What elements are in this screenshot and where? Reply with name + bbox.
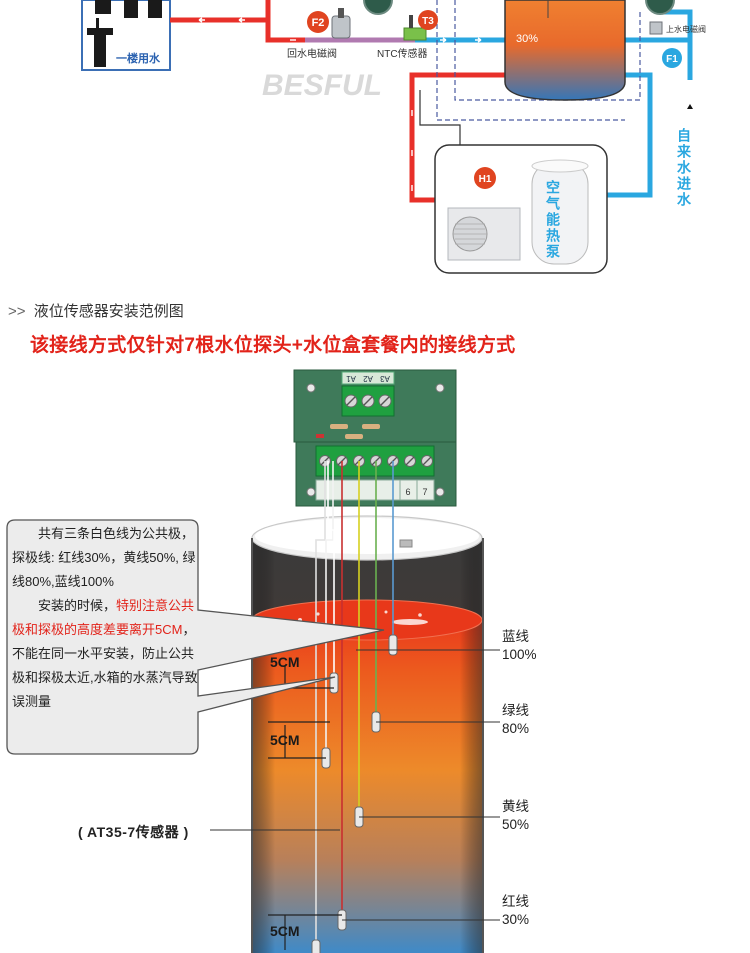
heat-return-pipe [606,72,653,198]
probe-common [329,672,339,694]
top-terminal-labels: A1 A2 A3 [346,374,390,383]
outdoor-unit-icon [447,207,521,261]
t3-badge [418,10,438,30]
callout-line-2: 安装的时候，特别注意公共极和探极的高度差要离开5CM，不能在同一水平安装，防止公… [12,598,198,709]
spacing-label: 5CM [270,923,300,939]
sensor-model-label: ( AT35-7传感器 ) [78,824,189,840]
svg-text:A3: A3 [380,374,390,383]
water-level-control-board: A1 A2 A3 6 7 [293,369,457,507]
callout-text: 共有三条白色线为公共极，探极线: 红线30%，黄线50%, 绿线80%,蓝线10… [12,522,198,714]
probe-common [311,939,321,953]
callout-highlight: 特别注意公共极和探极的高度差要离开5CM [12,598,195,637]
heat-pump-tank-icon [531,159,589,265]
ntc-sensor-icon [403,27,427,41]
svg-text:A2: A2 [363,374,373,383]
section-header: >> 液位传感器安装范例图 [8,300,184,321]
warning-title: 该接线方式仅针对7根水位探头+水位盒套餐内的接线方式 [30,335,516,356]
terminal-number: 7 [422,487,427,497]
svg-text:H1: H1 [479,174,492,185]
h1-badge [474,167,496,189]
section-arrows: >> [8,303,26,320]
storage-tank [504,0,626,101]
svg-text:F1: F1 [666,54,678,65]
probe-wires [315,461,394,950]
svg-text:T3: T3 [422,16,434,27]
svg-text:F2: F2 [312,17,325,29]
f2-badge [307,11,329,33]
return-pipe [265,0,305,43]
section-title: 液位传感器安装范例图 [33,303,184,320]
level-leaders [342,649,500,921]
spacing-label: 5CM [270,654,300,670]
sensor-diagram: A1 A2 A3 6 7 [6,369,500,953]
heat-supply-pipe [409,72,505,203]
tank-level-label: 30% [516,33,538,45]
valve-icon [645,0,675,15]
washbasin-icon [87,18,113,67]
callout-line-1: 共有三条白色线为公共极，探极线: 红线30%，黄线50%, 绿线80%,蓝线10… [12,526,196,589]
heat-pump-label: 空气能热泵 [545,179,561,260]
inlet-valve-label: 上水电磁阀 [666,24,706,34]
probe-blue [388,634,398,656]
callout-bubble [6,519,385,755]
spacing-label: 5CM [270,732,300,748]
return-valve-label: 回水电磁阀 [287,47,337,60]
f1-badge [662,48,682,68]
system-diagram: 一楼用水 F2 回水电磁阀 T3 NTC传感器 30% 上 [81,0,706,274]
spacing-markers [268,666,342,950]
svg-text:A1: A1 [346,374,356,383]
floor-label: 一楼用水 [116,51,161,65]
terminal-number: 6 [405,487,410,497]
tap-water-label: 自来水进水 [676,127,692,208]
valve-icon [363,0,393,15]
ntc-label: NTC传感器 [377,47,428,60]
watermark: BESFUL [262,69,382,102]
